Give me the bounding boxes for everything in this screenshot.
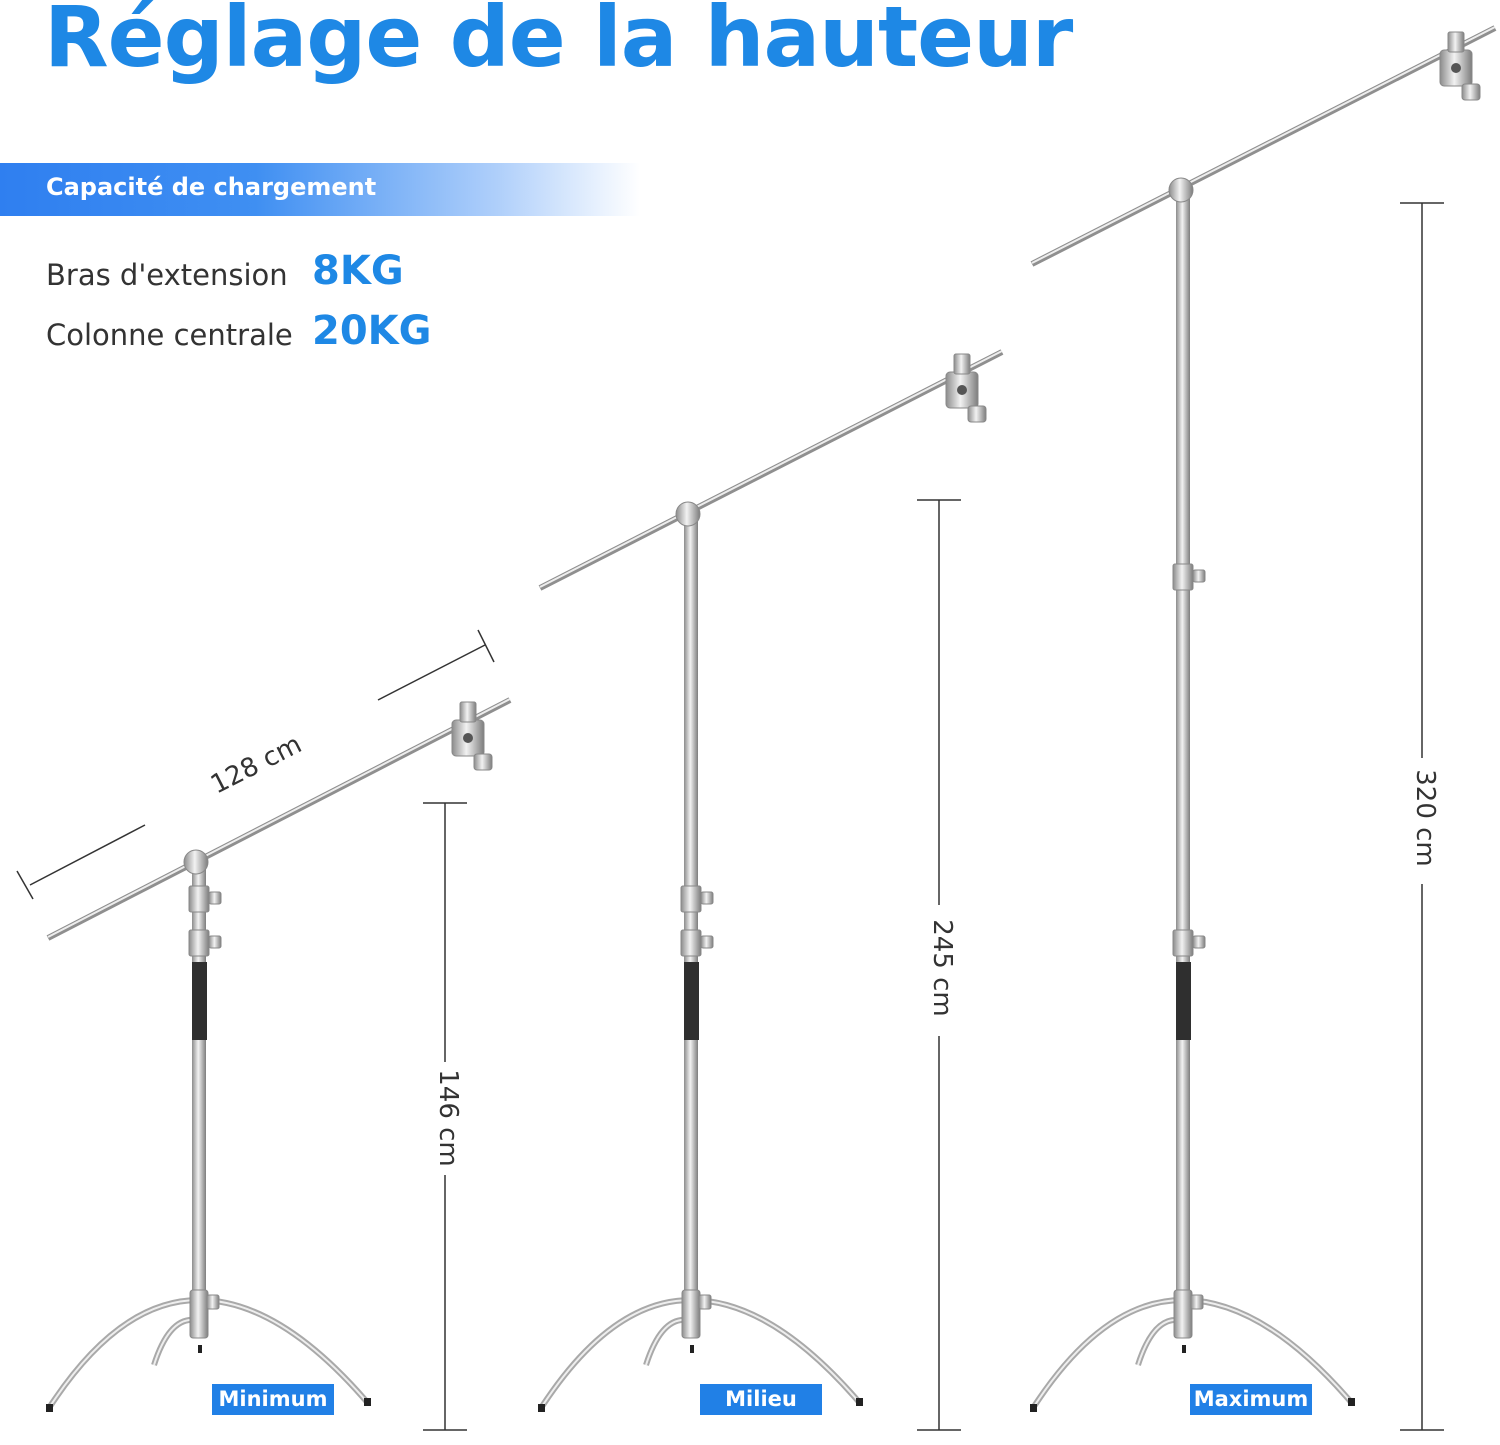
height-mid-label: 245 cm [927,919,957,1017]
label-milieu: Milieu [700,1384,822,1415]
label-maximum: Maximum [1190,1384,1312,1415]
capacity-banner: Capacité de chargement [0,163,640,216]
spec-value: 8KG [312,248,404,294]
height-min-label: 146 cm [433,1069,463,1167]
spec-value: 20KG [312,308,432,354]
stand-milieu [538,349,1004,1412]
spec-center-column: Colonne centrale 20KG [46,308,432,354]
spec-extension-arm: Bras d'extension 8KG [46,248,404,294]
spec-label: Bras d'extension [46,258,288,292]
capacity-heading: Capacité de chargement [46,173,377,201]
height-max-label: 320 cm [1410,769,1440,867]
page-title: Réglage de la hauteur [44,0,1073,86]
arm-length-label: 128 cm [206,729,307,800]
stand-maximum [1030,25,1497,1412]
label-minimum: Minimum [212,1384,334,1415]
stand-minimum [46,697,512,1412]
dimension-lines [16,202,1444,1431]
spec-label: Colonne centrale [46,318,293,352]
